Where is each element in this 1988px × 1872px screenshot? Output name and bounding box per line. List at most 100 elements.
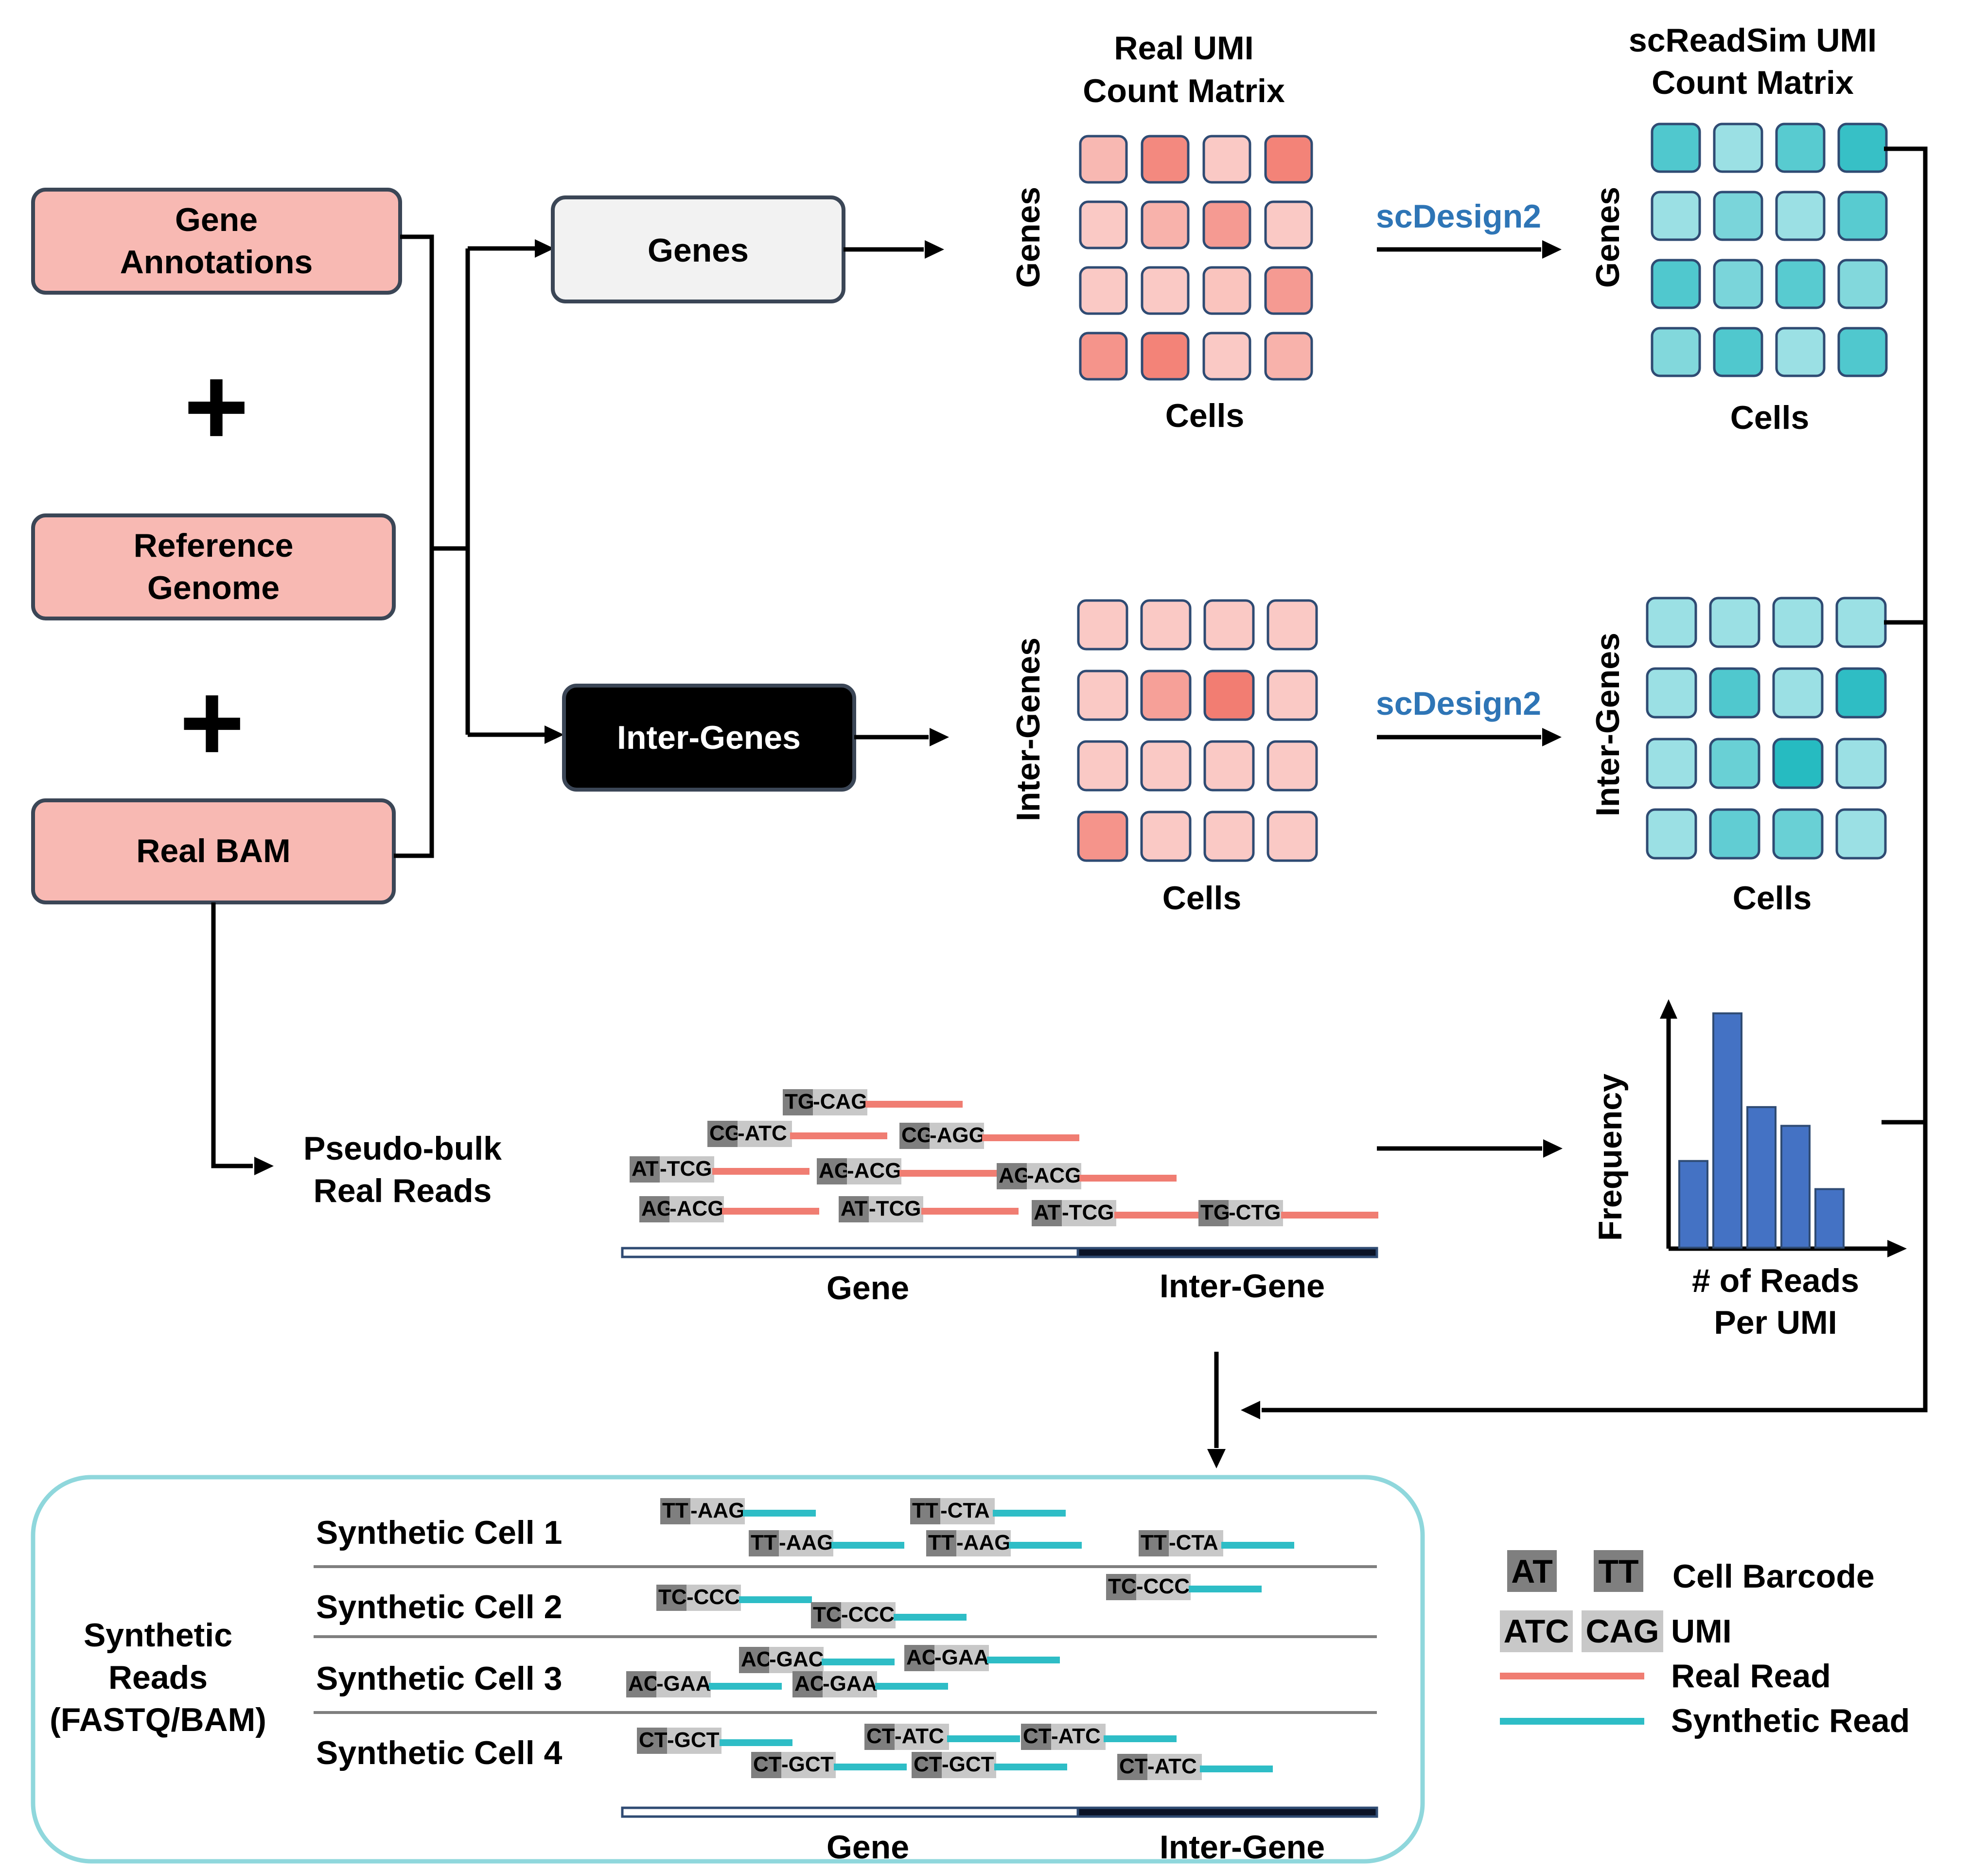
real-genes-cells-label: Cells <box>1165 397 1245 434</box>
read: AT-TCG <box>839 1196 1019 1222</box>
umi-text: -CTA <box>1169 1531 1218 1554</box>
umi-box <box>667 1728 721 1754</box>
umi-text: -ACG <box>669 1197 724 1220</box>
histogram-bar <box>1780 1125 1811 1249</box>
legend-barcode-label: Cell Barcode <box>1672 1558 1875 1595</box>
matrix-cell <box>1203 599 1255 651</box>
matrix-cell <box>1141 200 1190 249</box>
histogram-x-label-line2: Per UMI <box>1714 1304 1837 1341</box>
synthetic-cell-dividers <box>314 1565 1377 1714</box>
matrix-cell <box>1775 123 1826 173</box>
matrix-cell <box>1203 740 1255 792</box>
matrix-cell <box>1203 811 1255 862</box>
read: TC-CCC <box>811 1602 967 1628</box>
umi-text: -GAA <box>934 1645 989 1669</box>
umi-box <box>1136 1574 1191 1600</box>
matrix-cell <box>1713 259 1763 309</box>
umi-box <box>656 1671 711 1697</box>
pseudo-inter-gene-label: Inter-Gene <box>1160 1268 1325 1305</box>
synthetic-cell-4-label: Synthetic Cell 4 <box>316 1734 563 1771</box>
barcode-text: CG <box>901 1123 933 1147</box>
legend-umi-label: UMI <box>1671 1613 1732 1650</box>
matrix-cell <box>1775 191 1826 241</box>
matrix-cell <box>1772 667 1824 719</box>
umi-box <box>738 1121 792 1147</box>
umi-box <box>1169 1530 1223 1556</box>
reads-to-histogram-arrow-head <box>1543 1139 1563 1158</box>
legend: AT TT Cell Barcode ATC CAG UMI Real Read… <box>1500 1550 1910 1739</box>
barcode-text: TT <box>662 1499 688 1522</box>
matrix-cell <box>1835 667 1887 719</box>
read: CT-ATC <box>1021 1724 1177 1750</box>
scdesign2-label-genes: scDesign2 <box>1376 198 1541 235</box>
matrix-cell <box>1646 667 1697 719</box>
synthetic-cell-3-label: Synthetic Cell 3 <box>316 1660 562 1697</box>
barcode-text: TC <box>813 1603 842 1626</box>
matrix-cell <box>1646 808 1697 860</box>
barcode-text: AG <box>641 1197 673 1220</box>
barcode-text: AT <box>1034 1201 1061 1224</box>
read: AC-GAA <box>626 1671 782 1697</box>
barcode-text: TT <box>928 1531 954 1554</box>
histogram-bar <box>1678 1160 1708 1249</box>
umi-text: -GAC <box>769 1647 824 1671</box>
matrix-cell <box>1775 259 1826 309</box>
umi-text: -TCG <box>869 1197 921 1220</box>
matrix-cell <box>1141 266 1190 315</box>
matrix-cell <box>1202 332 1251 381</box>
matrix-cell <box>1077 740 1128 792</box>
matrix-cell <box>1713 327 1763 377</box>
barcode-text: AG <box>999 1164 1031 1187</box>
read: CT-ATC <box>864 1724 1020 1750</box>
umi-text: -GAA <box>823 1672 877 1695</box>
scdesign2-label-inter-genes: scDesign2 <box>1376 685 1541 722</box>
real-genes-matrix <box>1079 135 1313 381</box>
inter-genes-box-label: Inter-Genes <box>617 719 801 756</box>
barcode-text: TG <box>1200 1201 1230 1224</box>
umi-text: -ATC <box>738 1121 787 1145</box>
sim-inter-genes-axis-label: Inter-Genes <box>1589 633 1626 816</box>
gene-annotations-label-line2: Annotations <box>120 244 313 281</box>
barcode-box <box>626 1671 656 1697</box>
matrix-cell <box>1079 266 1128 315</box>
matrix-cell <box>1267 811 1318 862</box>
matrix-cell <box>1077 670 1128 721</box>
read: AT-TCG <box>630 1156 809 1183</box>
legend-umi-example-2: CAG <box>1585 1613 1659 1650</box>
sim-genes-axis-label: Genes <box>1589 187 1626 288</box>
matrix-cell <box>1651 327 1701 377</box>
barcode-box <box>899 1123 930 1149</box>
umi-text: -ATC <box>1147 1754 1197 1778</box>
legend-barcode-swatch-2 <box>1594 1550 1643 1592</box>
synthetic-label-line3: (FASTQ/BAM) <box>50 1701 266 1738</box>
read: TT-AAG <box>660 1498 816 1524</box>
barcode-box <box>783 1089 813 1115</box>
umi-box <box>669 1196 724 1222</box>
umi-text: -ACG <box>1027 1164 1081 1187</box>
barcode-text: AC <box>794 1672 826 1695</box>
matrix-cell <box>1837 123 1888 173</box>
read: AC-GAA <box>904 1645 1060 1671</box>
barcode-text: AC <box>906 1645 937 1669</box>
umi-box <box>690 1498 745 1524</box>
umi-text: -ATC <box>895 1724 944 1748</box>
pseudo-genome-track <box>621 1247 1378 1258</box>
umi-text: -GCT <box>781 1752 834 1776</box>
umi-text: -CCC <box>686 1585 740 1609</box>
reads-per-umi-histogram <box>1660 999 1907 1257</box>
barcode-text: CT <box>914 1752 942 1776</box>
read: AC-GAA <box>792 1671 948 1697</box>
reference-genome-label-line2: Genome <box>147 569 280 606</box>
matrix-cell <box>1713 191 1763 241</box>
umi-text: -AAG <box>690 1499 745 1522</box>
barcode-text: CG <box>709 1121 741 1145</box>
umi-box <box>1051 1724 1106 1750</box>
read: TC-CCC <box>656 1585 812 1611</box>
barcode-text: AC <box>628 1672 659 1695</box>
barcode-box <box>1021 1724 1051 1750</box>
real-matrix-title-line1: Real UMI <box>1114 30 1253 67</box>
histogram-x-axis-arrow <box>1887 1240 1907 1257</box>
barcode-text: AC <box>741 1647 772 1671</box>
